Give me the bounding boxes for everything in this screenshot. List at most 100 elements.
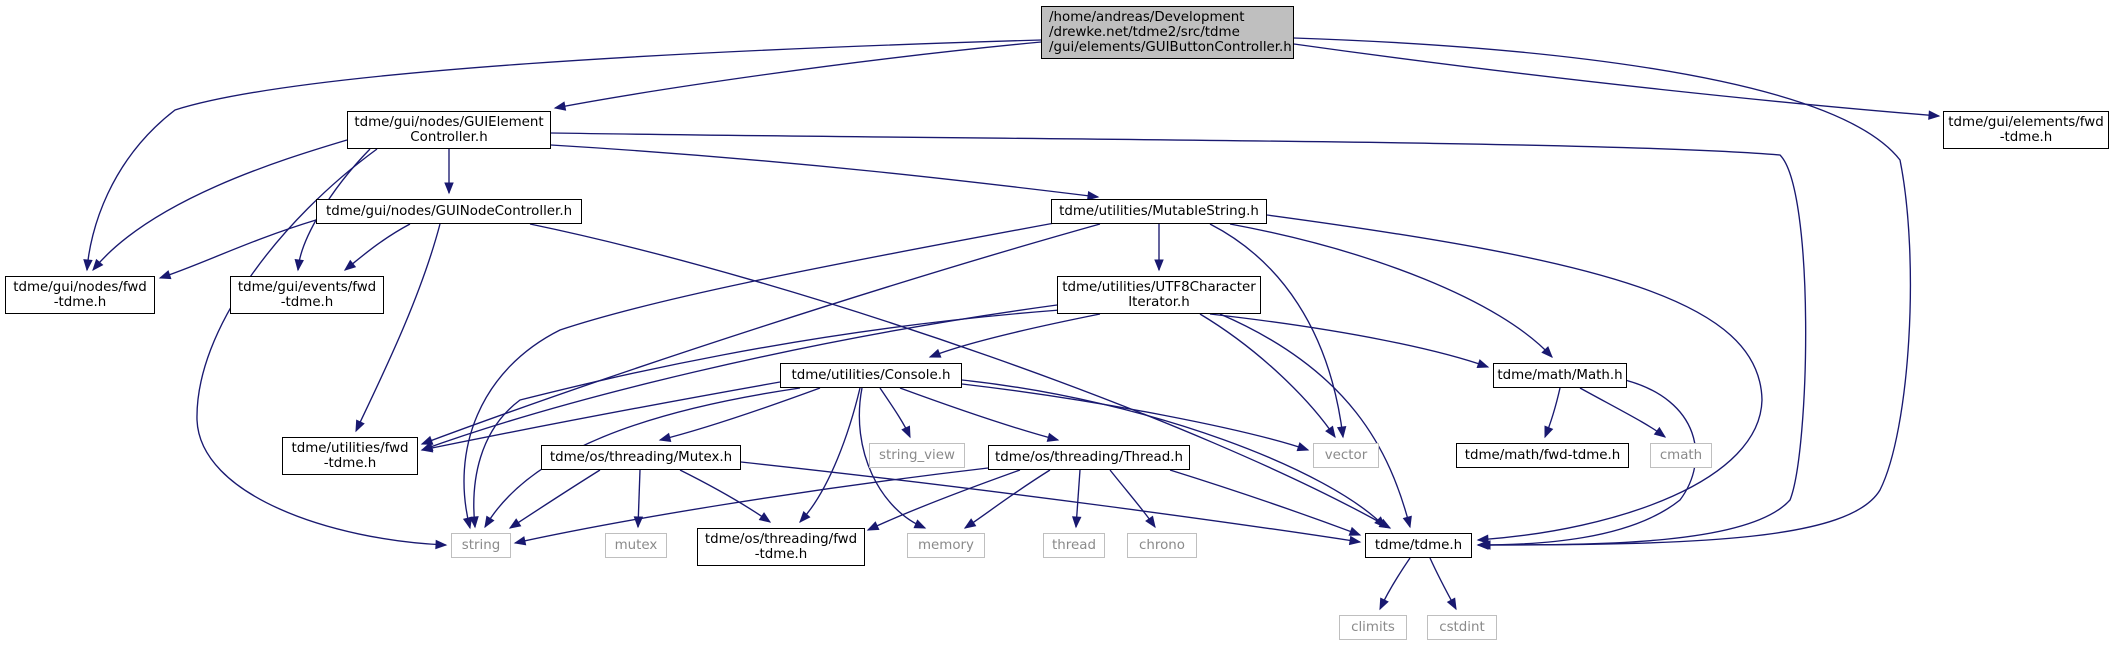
e-console-threadingfwd bbox=[799, 387, 861, 523]
node-math-fwd-tdme-h[interactable]: tdme/math/fwd-tdme.h bbox=[1456, 443, 1629, 468]
node-line: string bbox=[461, 538, 501, 553]
node-line: -tdme.h bbox=[53, 295, 107, 310]
node-nodes-fwd-tdme-h[interactable]: tdme/gui/nodes/fwd -tdme.h bbox=[5, 276, 155, 314]
e-console-utilfwd-arrowhead bbox=[420, 443, 434, 453]
node-line: /drewke.net/tdme2/src/tdme bbox=[1049, 25, 1240, 40]
node-line: tdme/utilities/MutableString.h bbox=[1059, 204, 1259, 219]
e-console-string bbox=[484, 387, 801, 528]
e-math-mathfwd-arrowhead bbox=[1544, 425, 1554, 439]
node-line: tdme/math/fwd-tdme.h bbox=[1464, 448, 1621, 463]
node-gui-node-controller-h[interactable]: tdme/gui/nodes/GUINodeController.h bbox=[316, 199, 582, 224]
e-console-threadh bbox=[899, 387, 1059, 441]
node-cmath[interactable]: cmath bbox=[1650, 443, 1712, 468]
e-threadh-string bbox=[514, 467, 989, 544]
e-root-nodesfwd bbox=[86, 39, 1042, 271]
e-mutable-utilfwd bbox=[421, 223, 1101, 445]
node-line: -tdme.h bbox=[1999, 130, 2053, 145]
node-gui-button-controller-h[interactable]: /home/andreas/Development /drewke.net/td… bbox=[1041, 6, 1294, 59]
e-threadh-memory-arrowhead bbox=[963, 518, 977, 529]
e-utf8-math bbox=[1209, 313, 1489, 368]
e-mutable-vector bbox=[1209, 223, 1344, 438]
node-line: tdme/gui/nodes/fwd bbox=[13, 280, 147, 295]
e-elemctrl-nodesfwd-arrowhead bbox=[92, 258, 104, 272]
e-mutable-math bbox=[1229, 223, 1553, 358]
node-line: /gui/elements/GUIButtonController.h bbox=[1049, 40, 1292, 55]
e-utf8-string-arrowhead bbox=[469, 516, 479, 529]
e-math-cmath-arrowhead bbox=[1653, 426, 1667, 438]
e-nodectrl-utilfwd-arrowhead bbox=[355, 419, 365, 433]
node-line: thread bbox=[1052, 538, 1096, 553]
e-console-string-arrowhead bbox=[484, 515, 495, 529]
e-mutable-tdme-arrowhead bbox=[1476, 534, 1489, 544]
node-events-fwd-tdme-h[interactable]: tdme/gui/events/fwd -tdme.h bbox=[230, 276, 384, 314]
e-math-tdme bbox=[1477, 379, 1697, 546]
e-utf8-vector bbox=[1199, 313, 1336, 438]
node-mutex[interactable]: mutex bbox=[605, 533, 667, 558]
node-utilities-fwd-tdme-h[interactable]: tdme/utilities/fwd -tdme.h bbox=[282, 437, 418, 475]
node-line: -tdme.h bbox=[754, 547, 808, 562]
e-mutexh-threadingfwd bbox=[679, 469, 771, 523]
e-console-utilfwd bbox=[421, 381, 781, 451]
e-nodectrl-utilfwd bbox=[355, 223, 441, 432]
node-line: tdme/utilities/UTF8Character bbox=[1062, 280, 1256, 295]
node-line: cmath bbox=[1659, 448, 1703, 463]
node-line: tdme/utilities/Console.h bbox=[791, 368, 951, 383]
node-line: Iterator.h bbox=[1128, 295, 1190, 310]
node-memory[interactable]: memory bbox=[907, 533, 985, 558]
node-mutex-h[interactable]: tdme/os/threading/Mutex.h bbox=[541, 445, 741, 470]
node-climits[interactable]: climits bbox=[1339, 615, 1407, 640]
e-utf8-tdme-arrowhead bbox=[1402, 515, 1412, 529]
e-threadh-thread-arrowhead bbox=[1072, 516, 1082, 529]
e-elemctrl-mutable bbox=[550, 144, 1099, 198]
e-nodectrl-nodesfwd bbox=[159, 219, 317, 279]
e-threadh-string-arrowhead bbox=[513, 536, 527, 546]
node-math-h[interactable]: tdme/math/Math.h bbox=[1493, 363, 1627, 388]
e-nodectrl-eventsfwd bbox=[344, 223, 411, 271]
e-mutexh-string bbox=[509, 469, 601, 529]
node-line: tdme/os/threading/Mutex.h bbox=[549, 450, 733, 465]
node-thread-h[interactable]: tdme/os/threading/Thread.h bbox=[988, 445, 1190, 470]
node-line: memory bbox=[918, 538, 974, 553]
node-threading-fwd-tdme-h[interactable]: tdme/os/threading/fwd -tdme.h bbox=[697, 528, 865, 566]
node-line: tdme/gui/nodes/GUINodeController.h bbox=[325, 204, 573, 219]
e-elemctrl-nodectrl-arrowhead bbox=[444, 182, 454, 195]
node-tdme-h[interactable]: tdme/tdme.h bbox=[1365, 533, 1472, 558]
node-line: tdme/tdme.h bbox=[1374, 538, 1463, 553]
node-line: tdme/gui/nodes/GUIElement bbox=[354, 115, 544, 130]
node-vector[interactable]: vector bbox=[1313, 443, 1379, 468]
node-line: vector bbox=[1324, 448, 1368, 463]
e-console-vector-arrowhead bbox=[1296, 442, 1310, 452]
node-console-h[interactable]: tdme/utilities/Console.h bbox=[780, 363, 962, 388]
node-gui-element-controller-h[interactable]: tdme/gui/nodes/GUIElement Controller.h bbox=[347, 111, 551, 149]
node-cstdint[interactable]: cstdint bbox=[1427, 615, 1497, 640]
node-utf8-character-iterator-h[interactable]: tdme/utilities/UTF8Character Iterator.h bbox=[1057, 276, 1261, 314]
node-chrono[interactable]: chrono bbox=[1127, 533, 1197, 558]
node-elements-fwd-tdme-h[interactable]: tdme/gui/elements/fwd -tdme.h bbox=[1943, 111, 2109, 149]
node-mutable-string-h[interactable]: tdme/utilities/MutableString.h bbox=[1051, 199, 1267, 224]
node-line: tdme/gui/events/fwd bbox=[237, 280, 377, 295]
e-utf8-string bbox=[473, 309, 1061, 528]
node-thread[interactable]: thread bbox=[1043, 533, 1105, 558]
node-line: string_view bbox=[879, 448, 955, 463]
e-threadh-memory bbox=[964, 469, 1051, 529]
e-math-cmath bbox=[1579, 387, 1666, 438]
node-line: tdme/utilities/fwd bbox=[291, 441, 409, 456]
e-elemctrl-eventsfwd-arrowhead bbox=[294, 259, 304, 272]
e-threadh-chrono bbox=[1109, 469, 1156, 528]
e-mutable-vector-arrowhead bbox=[1336, 425, 1347, 439]
node-line: tdme/gui/elements/fwd bbox=[1948, 115, 2104, 130]
node-line: cstdint bbox=[1439, 620, 1485, 635]
e-tdme-cstdint-arrowhead bbox=[1446, 597, 1457, 611]
e-root-elementsfwd-arrowhead bbox=[1928, 110, 1941, 120]
node-string-view[interactable]: string_view bbox=[869, 443, 965, 468]
node-line: tdme/os/threading/fwd bbox=[704, 532, 858, 547]
e-utf8-math-arrowhead bbox=[1476, 359, 1490, 369]
node-string[interactable]: string bbox=[451, 533, 511, 558]
e-elemctrl-tdme bbox=[550, 132, 1807, 546]
e-utf8-console-arrowhead bbox=[928, 348, 942, 358]
e-mutable-string bbox=[463, 221, 1061, 529]
node-line: mutex bbox=[614, 538, 658, 553]
e-root-elemctrl-arrowhead bbox=[553, 101, 567, 111]
